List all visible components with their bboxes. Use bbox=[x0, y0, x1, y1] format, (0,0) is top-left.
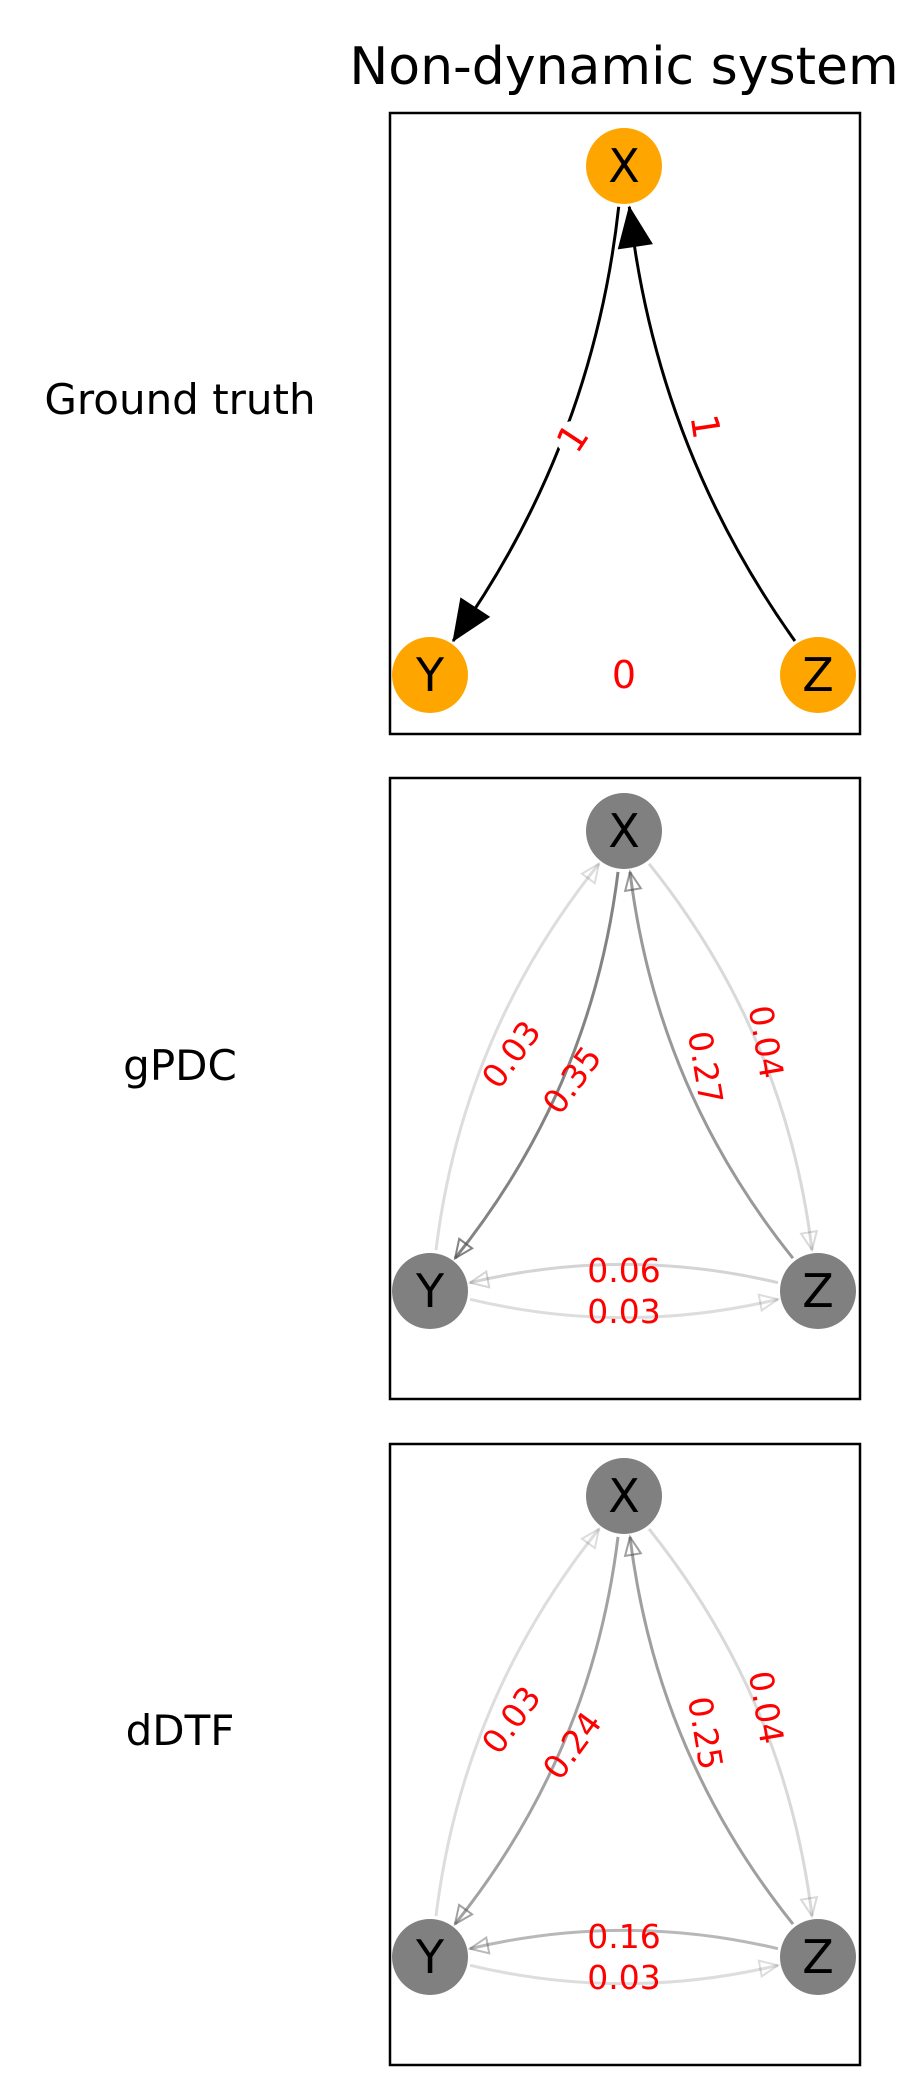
node-x bbox=[586, 793, 662, 869]
node-label-x: X bbox=[608, 804, 640, 858]
edge-label-z-to-y: 0.06 bbox=[587, 1251, 660, 1290]
edge-label-x-to-y: 0.24 bbox=[535, 1704, 610, 1786]
node-label-x: X bbox=[608, 139, 640, 193]
edge-z-to-y bbox=[469, 1928, 779, 1951]
arrowhead-z-to-x bbox=[617, 205, 653, 250]
arrowhead-x-to-z bbox=[799, 1229, 819, 1253]
node-label-x: X bbox=[608, 1469, 640, 1523]
edge-z-to-x bbox=[628, 871, 795, 1260]
edge-z-to-x bbox=[628, 1536, 795, 1926]
edge-x-to-y bbox=[451, 206, 621, 642]
arrowhead-z-to-y bbox=[467, 1269, 491, 1289]
edge-y-to-x bbox=[434, 862, 601, 1251]
edge-label-x-to-z: 0.04 bbox=[741, 1003, 792, 1082]
arrowhead-y-to-z bbox=[757, 1959, 781, 1979]
panel-frame-gpdc bbox=[388, 776, 862, 1401]
arrowhead-y-to-z bbox=[757, 1293, 781, 1313]
arrowhead-y-to-x bbox=[580, 1526, 601, 1550]
edge-y-to-z bbox=[469, 1963, 779, 1986]
node-y bbox=[392, 1919, 468, 1995]
edge-x-to-y bbox=[453, 871, 620, 1260]
edge-label-y-to-z: 0.03 bbox=[587, 1292, 660, 1331]
node-x bbox=[586, 1458, 662, 1534]
arrowhead-x-to-z bbox=[799, 1895, 819, 1919]
edge-z-to-x bbox=[627, 206, 797, 642]
edge-label-x-to-z: 0.04 bbox=[741, 1668, 792, 1747]
edge-z-to-y bbox=[469, 1262, 779, 1285]
node-label-z: Z bbox=[802, 1264, 834, 1318]
node-label-z: Z bbox=[802, 1930, 834, 1984]
node-label-y: Y bbox=[415, 1930, 445, 1984]
node-y bbox=[392, 1253, 468, 1329]
node-label-z: Z bbox=[802, 648, 834, 702]
node-y bbox=[392, 637, 468, 713]
node-label-y: Y bbox=[415, 1264, 445, 1318]
arrowhead-x-to-y bbox=[453, 1237, 474, 1261]
edge-label-z-to-x: 0.25 bbox=[680, 1694, 731, 1773]
arrowhead-x-to-y bbox=[453, 1903, 474, 1927]
edge-label-z-to-y: 0.16 bbox=[587, 1917, 660, 1956]
edge-x-to-z bbox=[647, 1527, 814, 1917]
panel-frame-ground-truth bbox=[388, 111, 862, 736]
node-z bbox=[780, 637, 856, 713]
row-label-ddtf: dDTF bbox=[126, 1706, 235, 1755]
row-label-gpdc: gPDC bbox=[123, 1041, 237, 1090]
arrowhead-y-to-x bbox=[580, 861, 601, 885]
edge-y-to-x bbox=[434, 1527, 601, 1917]
node-label-y: Y bbox=[415, 648, 445, 702]
edge-label-y-z: 0 bbox=[612, 653, 636, 697]
edge-y-to-z bbox=[469, 1297, 779, 1320]
edge-label-x-to-y: 0.35 bbox=[535, 1039, 610, 1121]
edge-label-z-to-x: 0.27 bbox=[680, 1028, 731, 1107]
node-x bbox=[586, 128, 662, 204]
row-label-ground-truth: Ground truth bbox=[44, 375, 315, 424]
figure-title: Non-dynamic system bbox=[349, 37, 898, 97]
arrowhead-z-to-y bbox=[467, 1935, 491, 1955]
edge-label-z-to-x: 1 bbox=[682, 411, 729, 441]
arrowhead-z-to-x bbox=[623, 869, 643, 893]
node-z bbox=[780, 1253, 856, 1329]
node-z bbox=[780, 1919, 856, 1995]
edge-x-to-y bbox=[453, 1536, 620, 1926]
edge-x-to-z bbox=[647, 862, 814, 1251]
panel-frame-ddtf bbox=[388, 1442, 862, 2067]
arrowhead-z-to-x bbox=[623, 1534, 643, 1558]
edge-label-y-to-z: 0.03 bbox=[587, 1958, 660, 1997]
arrowhead-x-to-y bbox=[452, 597, 491, 643]
